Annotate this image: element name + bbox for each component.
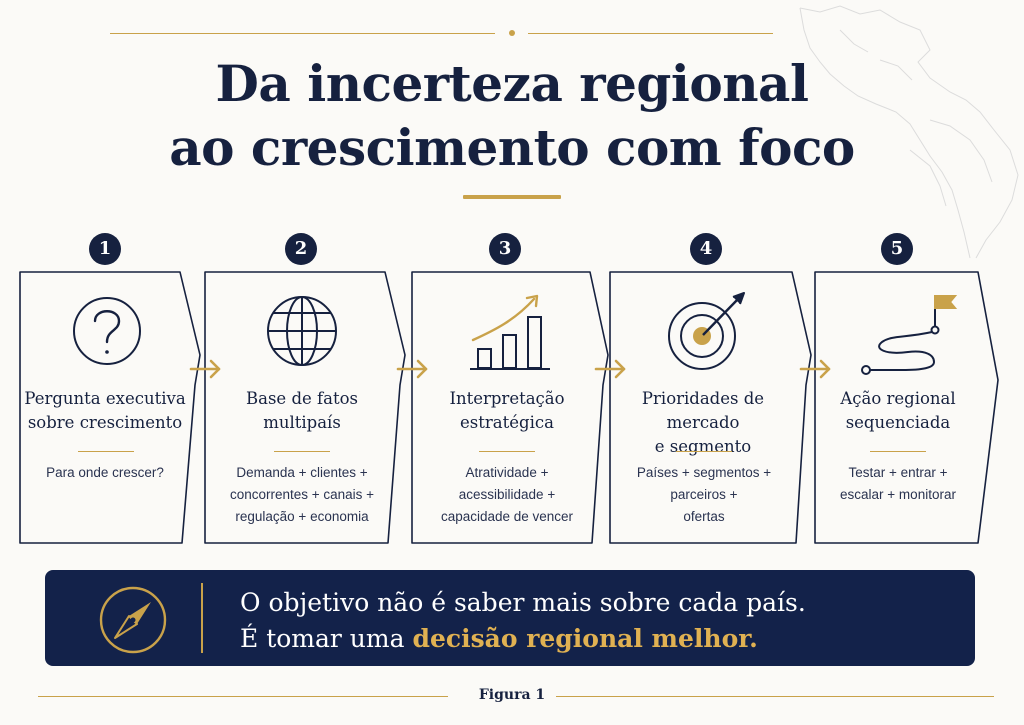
step-number-2: 2 bbox=[285, 233, 317, 265]
step-separator-1 bbox=[78, 451, 134, 452]
step-title-3: Interpretação estratégica bbox=[449, 389, 565, 432]
step-number-5: 5 bbox=[881, 233, 913, 265]
arrow-right-icon-2 bbox=[396, 359, 428, 379]
question-circle-icon bbox=[73, 297, 141, 365]
step-description-3: Atratividade + acessibilidade + capacida… bbox=[440, 465, 574, 524]
top-rule-right bbox=[528, 33, 773, 34]
key-message-banner bbox=[45, 570, 975, 666]
compass-icon bbox=[99, 586, 167, 654]
step-title-5: Ação regional sequenciada bbox=[840, 389, 956, 432]
step-number-4: 4 bbox=[690, 233, 722, 265]
step-separator-5 bbox=[870, 451, 926, 452]
figure-caption: Figura 1 bbox=[478, 687, 546, 703]
banner-divider bbox=[201, 583, 203, 653]
step-number-1: 1 bbox=[89, 233, 121, 265]
title-line-1: Da incerteza regional bbox=[215, 54, 809, 113]
step-frame-1 bbox=[19, 271, 201, 544]
step-frame-2 bbox=[204, 271, 406, 544]
americas-map-outline bbox=[799, 5, 1019, 259]
top-rule-left bbox=[110, 33, 495, 34]
top-rule-dot bbox=[509, 30, 515, 36]
route-flag-icon bbox=[861, 295, 958, 375]
step-frame-3 bbox=[411, 271, 609, 544]
bottom-rule-left bbox=[38, 696, 448, 697]
bar-chart-growth-icon bbox=[470, 294, 550, 370]
step-separator-3 bbox=[479, 451, 535, 452]
bottom-rule-right bbox=[556, 696, 994, 697]
step-description-1: Para onde crescer? bbox=[46, 465, 164, 480]
step-description-4: Países + segmentos + parceiros + ofertas bbox=[636, 465, 772, 524]
step-frame-5 bbox=[814, 271, 999, 544]
globe-icon bbox=[267, 296, 337, 366]
banner-line-1: O objetivo não é saber mais sobre cada p… bbox=[240, 588, 806, 617]
arrow-right-icon-4 bbox=[799, 359, 831, 379]
banner-line-2-prefix: É tomar uma bbox=[240, 624, 413, 653]
arrow-right-icon-1 bbox=[189, 359, 221, 379]
page-title: Da incerteza regional ao crescimento com… bbox=[0, 52, 1024, 180]
step-title-4: Prioridades de mercado e segmento bbox=[641, 389, 765, 456]
step-number-3: 3 bbox=[489, 233, 521, 265]
step-title-1: Pergunta executiva sobre crescimento bbox=[24, 389, 186, 432]
step-description-5: Testar + entrar + escalar + monitorar bbox=[840, 465, 956, 502]
target-arrow-icon bbox=[668, 292, 745, 370]
step-description-2: Demanda + clientes + concorrentes + cana… bbox=[229, 465, 375, 524]
step-separator-4 bbox=[676, 451, 732, 452]
title-line-2: ao crescimento com foco bbox=[169, 118, 855, 177]
step-separator-2 bbox=[274, 451, 330, 452]
banner-line-2: É tomar uma decisão regional melhor. bbox=[240, 624, 758, 653]
banner-highlight: decisão regional melhor. bbox=[412, 624, 758, 653]
step-frame-4 bbox=[609, 271, 812, 544]
arrow-right-icon-3 bbox=[594, 359, 626, 379]
title-underline bbox=[463, 195, 561, 199]
step-title-2: Base de fatos multipaís bbox=[246, 389, 358, 432]
